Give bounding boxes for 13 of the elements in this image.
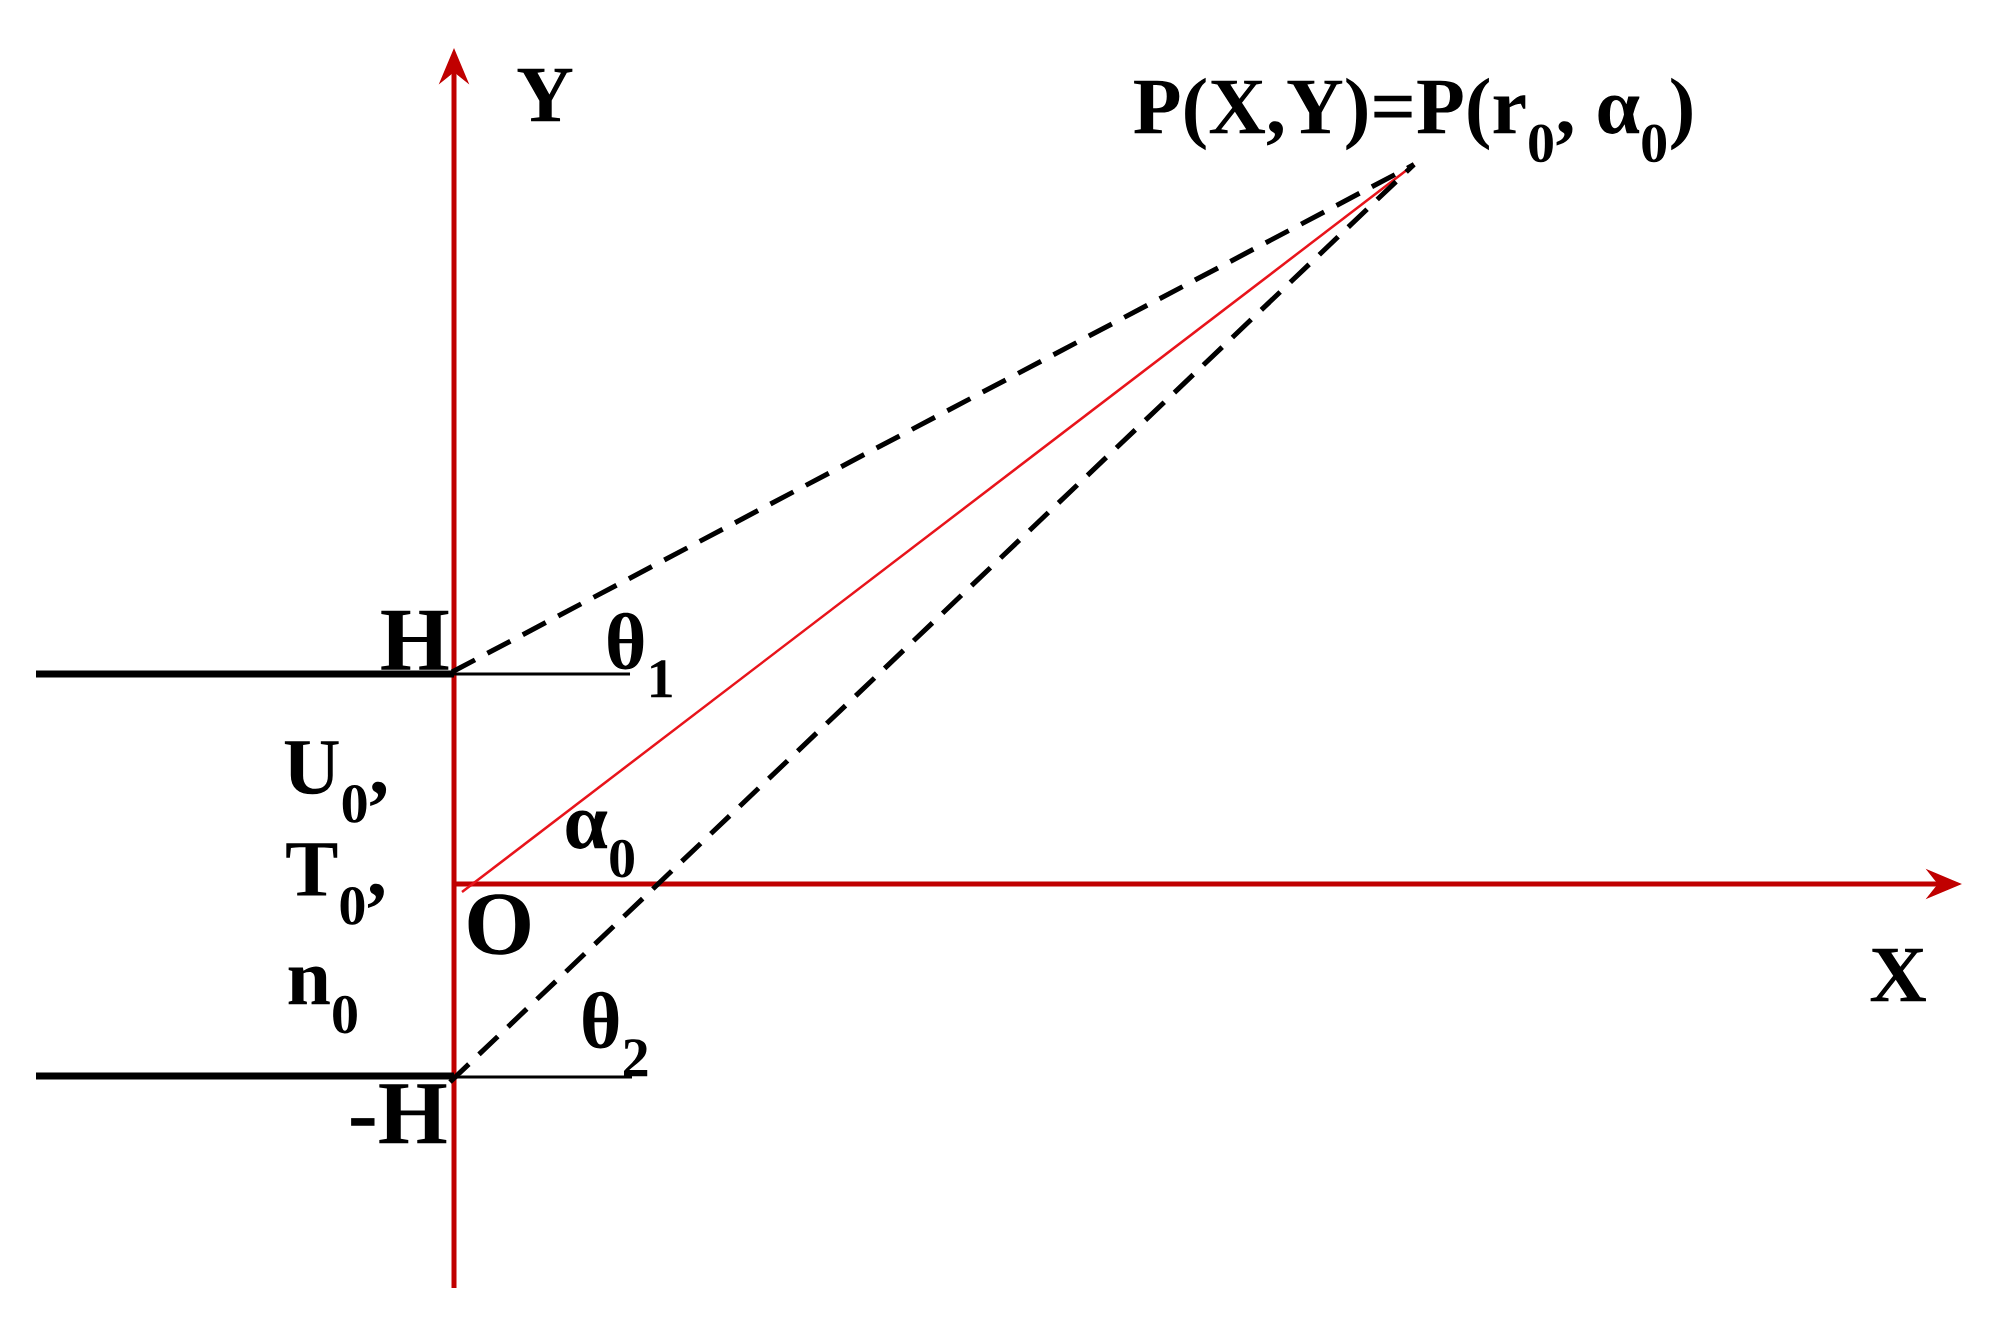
label: Y	[517, 68, 573, 122]
label: θ$_{2}$	[583, 991, 648, 1077]
label: X	[1870, 948, 1926, 1002]
point-label: O	[468, 894, 530, 955]
label: U$_{0}$,	[284, 741, 387, 823]
point-label: H	[381, 610, 449, 670]
label: n$_{0}$	[288, 966, 357, 1034]
point-label: P(X,Y)=P(r$_{0}$, α$_{0}$)	[1134, 77, 1692, 163]
point-label: -H	[351, 1084, 447, 1144]
label: α$_{0}$	[566, 810, 634, 878]
label: T$_{0}$,	[286, 843, 384, 925]
label: θ$_{1}$	[608, 612, 672, 698]
dashed-line	[448, 162, 1416, 1084]
